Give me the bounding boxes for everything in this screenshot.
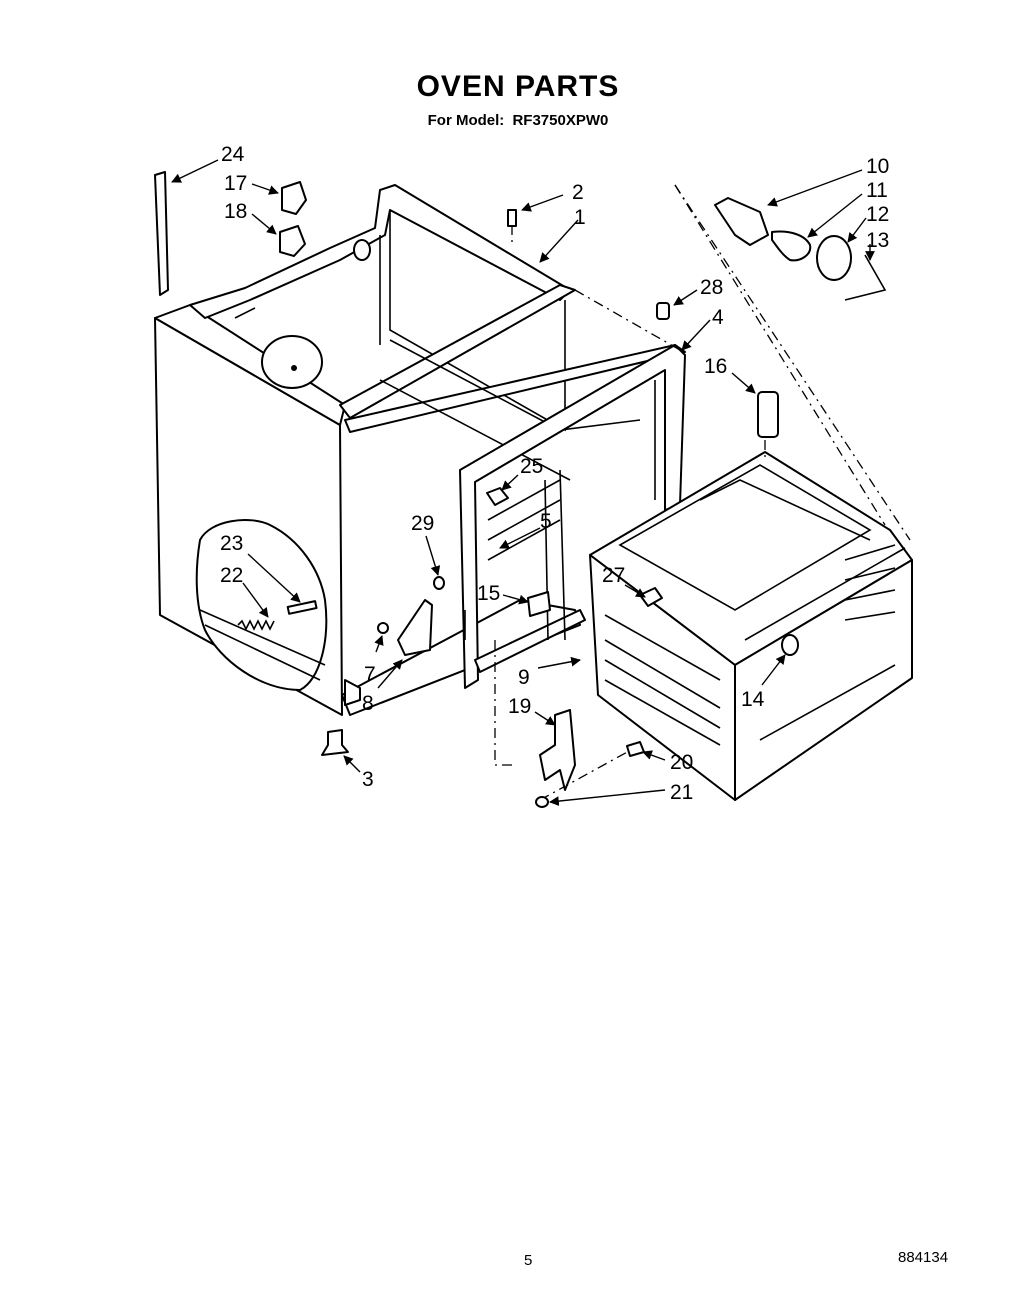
callout-18: 18 <box>224 200 247 223</box>
callout-4: 4 <box>712 306 724 329</box>
callout-7: 7 <box>364 663 376 686</box>
page-number: 5 <box>524 1252 533 1269</box>
front-frame <box>459 344 686 689</box>
leader-arrows <box>171 159 875 806</box>
callout-13: 13 <box>866 229 889 252</box>
side-panel-cutaway <box>195 519 328 691</box>
callout-25: 25 <box>520 455 543 478</box>
callout-19: 19 <box>508 695 531 718</box>
model-prefix: For Model: <box>427 112 505 129</box>
callout-21: 21 <box>670 781 693 804</box>
callout-24: 24 <box>221 143 245 166</box>
callout-22: 22 <box>220 564 243 587</box>
callout-17: 17 <box>224 172 247 195</box>
small-parts <box>154 171 887 808</box>
callout-2: 2 <box>572 181 584 204</box>
callout-1: 1 <box>574 206 586 229</box>
callout-5: 5 <box>540 510 552 533</box>
callout-9: 9 <box>518 666 530 689</box>
diagram-title: OVEN PARTS <box>416 70 620 103</box>
callout-15: 15 <box>477 582 500 605</box>
model-number: RF3750XPW0 <box>512 112 609 129</box>
callout-11: 11 <box>866 179 888 202</box>
callout-12: 12 <box>866 203 889 226</box>
oven-liner <box>589 451 913 801</box>
model-subtitle: For Model: RF3750XPW0 <box>0 112 1036 129</box>
callout-14: 14 <box>741 688 765 711</box>
callout-28: 28 <box>700 276 723 299</box>
callout-labels: 24 17 18 2 1 10 11 12 13 28 4 16 25 5 29… <box>220 143 889 804</box>
callout-27: 27 <box>602 564 625 587</box>
callout-10: 10 <box>866 155 889 178</box>
callout-29: 29 <box>411 512 434 535</box>
callout-16: 16 <box>704 355 727 378</box>
callout-20: 20 <box>670 751 693 774</box>
document-code: 884134 <box>898 1249 949 1266</box>
callout-8: 8 <box>362 692 374 715</box>
callout-3: 3 <box>362 768 374 791</box>
assembly-lines <box>494 184 911 801</box>
callout-23: 23 <box>220 532 243 555</box>
